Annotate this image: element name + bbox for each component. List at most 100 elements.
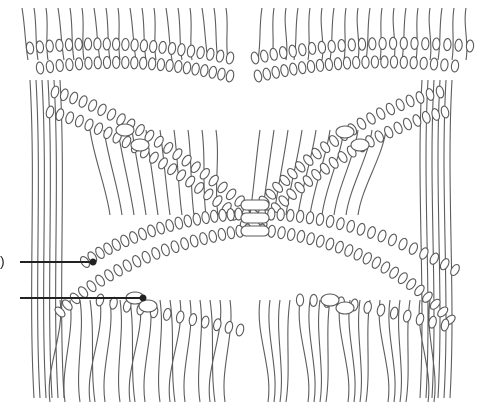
knot-bottom-left [235, 323, 245, 336]
knot-lower-left-2 [121, 259, 133, 273]
knot-bottom-left [224, 321, 234, 334]
knot-lower-left-2 [189, 234, 199, 247]
cord [90, 300, 95, 402]
knot-top-right-row2 [262, 67, 272, 80]
cord [359, 300, 362, 402]
knot-diag-left-2 [102, 126, 114, 140]
cord [82, 8, 84, 60]
knot-lower-right-1 [366, 226, 377, 240]
knot-lower-left-2 [179, 237, 189, 251]
cord [209, 300, 221, 402]
knot-diag-right-2 [392, 121, 403, 135]
knot-top-right-row2 [271, 66, 280, 79]
cord [380, 8, 382, 60]
knot-top-right-row1 [368, 38, 376, 50]
cord [58, 8, 64, 60]
knot-top-left-row1 [46, 40, 54, 53]
cord [366, 8, 370, 60]
knot-top-left-row2 [183, 61, 192, 74]
knot-top-left-row1 [84, 38, 91, 50]
knot-top-right-row2 [400, 56, 408, 68]
leader-dot-lower [140, 295, 147, 302]
knot-top-left-row2 [122, 56, 129, 68]
knot-top-right-row1 [400, 37, 407, 49]
square-knot [336, 126, 354, 138]
callout-label-upper: ) [0, 254, 5, 268]
knot-bottom-right [296, 294, 303, 306]
knot-lower-right-1 [286, 209, 294, 222]
knot-lower-right-2 [306, 232, 316, 245]
cord [130, 300, 135, 402]
knot-top-right-row2 [289, 63, 298, 76]
knot-diag-right-1 [435, 85, 445, 98]
center-square-knot [241, 200, 269, 210]
knot-top-left-row2 [55, 59, 63, 72]
knot-top-left-row1 [103, 38, 110, 50]
cord [94, 8, 100, 60]
knot-lower-right-1 [377, 229, 388, 243]
cord [104, 300, 111, 402]
knot-diag-left-1 [207, 174, 220, 188]
knot-top-left-row1 [149, 40, 157, 53]
knot-top-left-row1 [140, 39, 148, 52]
knot-top-right-row2 [343, 57, 351, 69]
knot-bottom-left [200, 315, 210, 328]
knot-top-right-row2 [253, 69, 263, 82]
cord [89, 300, 101, 402]
knot-top-left-row1 [177, 43, 186, 56]
cord [259, 300, 269, 402]
cord [309, 300, 315, 402]
knot-lower-left-2 [103, 268, 115, 282]
knot-lower-right-2 [277, 226, 286, 239]
knot-top-right-row2 [440, 59, 448, 72]
cord [104, 130, 122, 215]
knot-top-right-row2 [307, 60, 316, 73]
knot-top-right-row1 [422, 38, 430, 50]
knot-top-left-row1 [187, 45, 196, 58]
cord [36, 80, 40, 398]
center-square-knot [241, 226, 269, 236]
knot-top-right-row1 [411, 37, 418, 49]
knot-diag-left-1 [96, 103, 108, 117]
knot-top-left-row2 [94, 57, 102, 69]
cord [357, 8, 359, 60]
knot-top-left-row1 [65, 39, 73, 51]
knot-top-left-row2 [130, 57, 138, 69]
knot-lower-right-1 [428, 252, 440, 266]
knot-bottom-right [415, 313, 425, 326]
knot-diag-left-2 [184, 175, 197, 189]
knot-top-right-row1 [358, 38, 366, 50]
knot-top-right-row1 [328, 40, 336, 53]
knot-diag-right-2 [327, 156, 340, 170]
square-knot [321, 294, 339, 306]
knot-lower-right-1 [387, 233, 398, 247]
knot-lower-left-2 [150, 247, 161, 261]
knot-lower-left-1 [201, 211, 210, 224]
cord [299, 300, 309, 402]
knot-lower-right-2 [334, 240, 345, 254]
knot-bottom-left [95, 293, 105, 306]
knot-diag-left-2 [211, 194, 224, 208]
knot-top-left-row2 [103, 56, 110, 68]
knot-diag-right-2 [440, 105, 450, 118]
knot-bottom-right [376, 303, 386, 316]
knot-lower-right-2 [343, 244, 354, 258]
knot-top-left-row2 [217, 67, 227, 80]
knot-diag-left-1 [171, 147, 184, 161]
cord [399, 300, 402, 402]
knot-top-left-row2 [139, 57, 147, 69]
cord [326, 300, 330, 402]
knot-top-left-row2 [65, 58, 73, 71]
knot-diag-right-2 [402, 117, 413, 131]
knot-diag-left-1 [153, 135, 166, 149]
knot-top-right-row1 [348, 39, 356, 51]
knot-diag-left-1 [106, 108, 118, 122]
knot-top-right-row1 [455, 39, 463, 51]
knot-top-left-row1 [158, 41, 166, 54]
knot-lower-right-2 [362, 251, 374, 265]
knot-lower-right-1 [336, 217, 346, 230]
knot-diag-left-2 [157, 156, 170, 170]
knot-bottom-left [188, 313, 197, 326]
knot-diag-left-2 [55, 108, 65, 122]
